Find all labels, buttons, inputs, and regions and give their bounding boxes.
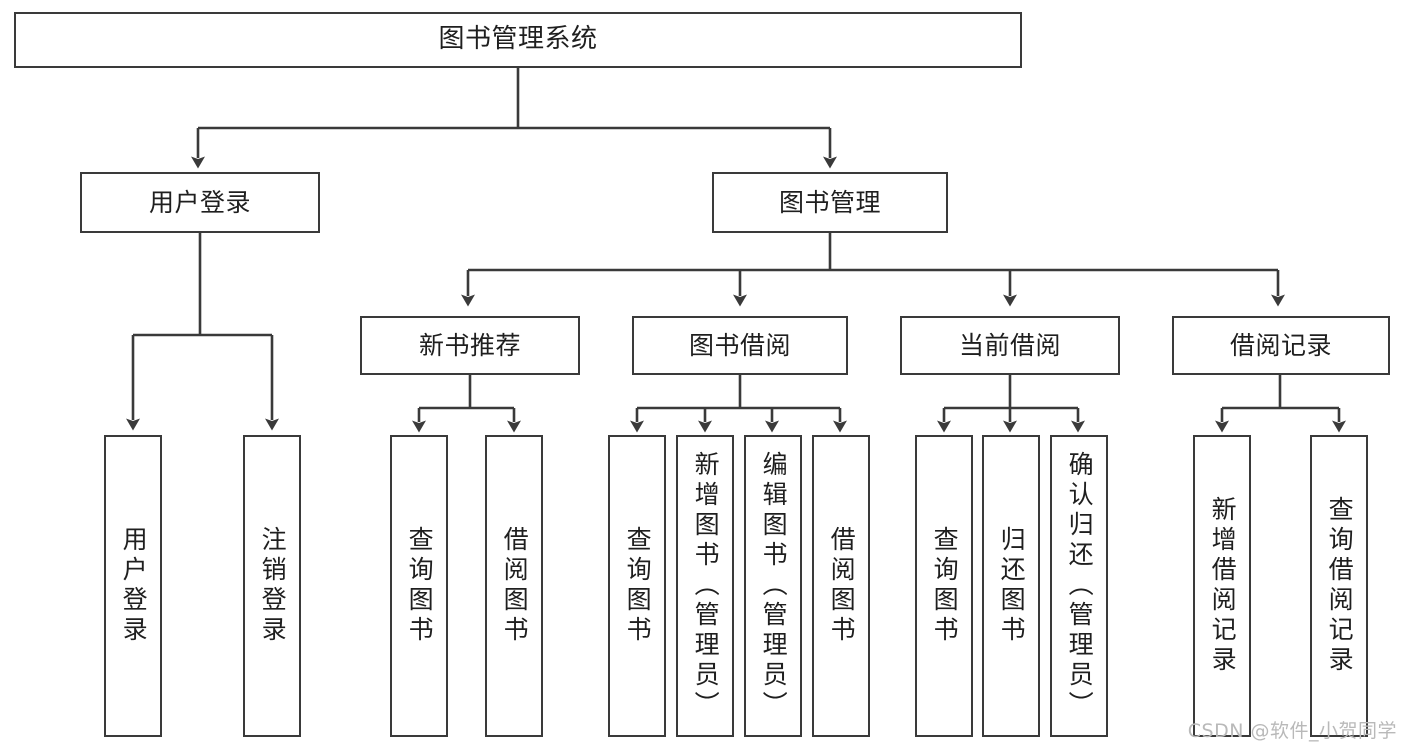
node-label: 新增图书（管理员） (691, 451, 721, 721)
node-label: 图书借阅 (688, 330, 791, 360)
node-label: 查询图书 (405, 526, 435, 646)
node-label: 用户登录 (119, 526, 149, 646)
node-label: 借阅记录 (1229, 330, 1332, 360)
leaf-confirm-return[interactable]: 确认归还（管理员） (1050, 435, 1108, 737)
node-book-manage[interactable]: 图书管理 (712, 172, 948, 233)
node-label: 用户登录 (148, 187, 251, 217)
leaf-user-login[interactable]: 用户登录 (104, 435, 162, 737)
node-label: 编辑图书（管理员） (759, 451, 789, 721)
node-label: 借阅图书 (827, 526, 857, 646)
leaf-add-record[interactable]: 新增借阅记录 (1193, 435, 1251, 737)
node-label: 图书管理系统 (438, 24, 598, 55)
node-label: 借阅图书 (500, 526, 530, 646)
leaf-query-book-1[interactable]: 查询图书 (390, 435, 448, 737)
node-label: 查询图书 (930, 526, 960, 646)
node-root-system[interactable]: 图书管理系统 (14, 12, 1022, 68)
node-label: 查询借阅记录 (1325, 496, 1355, 676)
node-label: 新书推荐 (418, 330, 521, 360)
node-current-borrow[interactable]: 当前借阅 (900, 316, 1120, 375)
node-label: 注销登录 (258, 526, 288, 646)
node-user-login[interactable]: 用户登录 (80, 172, 320, 233)
watermark-text: CSDN @软件_小贺同学 (1187, 720, 1397, 742)
node-label: 图书管理 (778, 187, 881, 217)
node-book-borrow[interactable]: 图书借阅 (632, 316, 848, 375)
node-label: 确认归还（管理员） (1065, 451, 1095, 721)
leaf-query-book-3[interactable]: 查询图书 (915, 435, 973, 737)
node-label: 当前借阅 (958, 330, 1061, 360)
leaf-query-record[interactable]: 查询借阅记录 (1310, 435, 1368, 737)
node-new-book-rec[interactable]: 新书推荐 (360, 316, 580, 375)
node-borrow-record[interactable]: 借阅记录 (1172, 316, 1390, 375)
node-label: 新增借阅记录 (1208, 496, 1238, 676)
leaf-return-book[interactable]: 归还图书 (982, 435, 1040, 737)
leaf-borrow-book-2[interactable]: 借阅图书 (812, 435, 870, 737)
leaf-query-book-2[interactable]: 查询图书 (608, 435, 666, 737)
node-label: 查询图书 (623, 526, 653, 646)
node-label: 归还图书 (997, 526, 1027, 646)
leaf-user-logout[interactable]: 注销登录 (243, 435, 301, 737)
leaf-edit-book[interactable]: 编辑图书（管理员） (744, 435, 802, 737)
leaf-add-book[interactable]: 新增图书（管理员） (676, 435, 734, 737)
leaf-borrow-book-1[interactable]: 借阅图书 (485, 435, 543, 737)
